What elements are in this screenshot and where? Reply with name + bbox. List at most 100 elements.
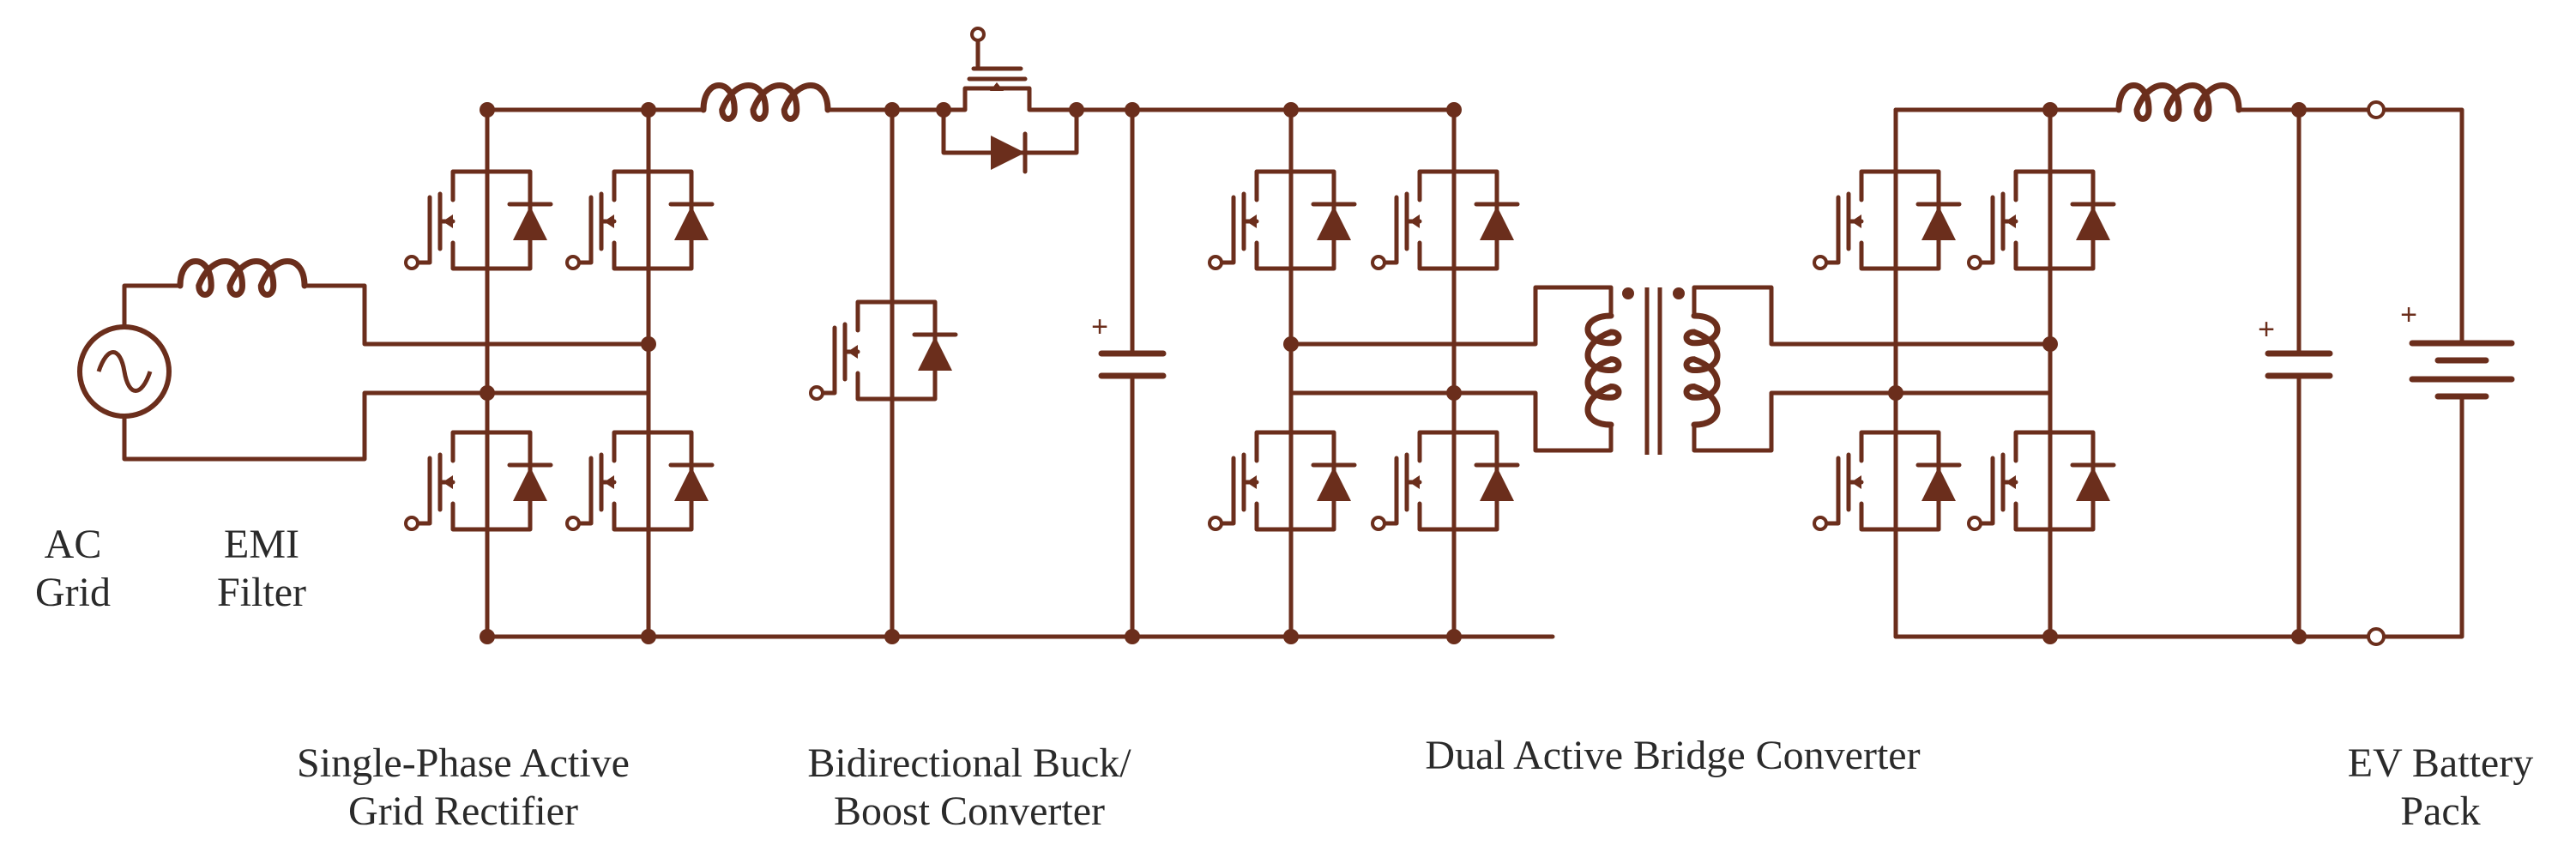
drain-lead [1417,169,1457,202]
junction-dot [1283,336,1299,352]
emi-filter-label: EMI Filter [193,521,330,617]
wire [2374,107,2464,346]
dab-primary-switch-3 [1208,430,1357,532]
drain-lead [1859,169,1898,202]
source-lead [1859,240,1898,271]
gate-lead [1979,245,1995,265]
ac-grid-label: AC Grid [26,521,120,617]
junction-dot [2042,629,2058,644]
gate-lead [416,505,432,526]
diode-triangle [513,467,547,501]
source-lead [1417,501,1457,532]
wire [1451,285,1614,347]
emi-filter-label-line2: Filter [217,570,306,615]
junction-dot [1283,629,1299,644]
source-lead [450,501,490,532]
gate-lead [1220,505,1236,526]
channel-leads [941,86,1079,112]
wire [1451,390,1614,453]
wire [302,283,490,347]
diode-triangle [1921,467,1956,501]
gate-terminal [1967,255,1982,270]
transformer-core [1622,287,1685,455]
source-lead [612,501,651,532]
junction-dot [480,385,495,401]
buck-boost-high-switch [941,27,1079,174]
gate-terminal [1208,516,1223,531]
dab-secondary-switch-1 [1813,169,1962,271]
dc-link-capacitor [1098,350,1167,379]
drain-lead [1417,430,1457,463]
dab-label: Dual Active Bridge Converter [1321,732,2024,780]
source-lead [2013,501,2053,532]
junction-dot [641,102,656,118]
junction-dot [1888,385,1903,401]
sine-wave [96,350,153,393]
wire [122,283,183,329]
gate-lead [1220,245,1236,265]
gate-lead [577,505,594,526]
buck-boost-label-line1: Bidirectional Buck/ [807,740,1131,786]
diode-triangle [1921,206,1956,240]
source-lead [1859,501,1898,532]
junction-dot [2291,102,2307,118]
junction-dot [2042,102,2058,118]
buck-boost-label-line2: Boost Converter [834,788,1105,834]
gate-lead [821,375,837,396]
junction-dot [1125,102,1140,118]
gate-terminal [1371,516,1386,531]
plus-sign: + [2400,299,2417,331]
diode-triangle [918,336,952,371]
battery-label: EV Battery Pack [2316,740,2565,836]
terminal [2367,100,2386,119]
junction-dot [1069,102,1084,118]
junction-dot [1446,385,1462,401]
diode-triangle [991,136,1025,170]
diode-triangle [1480,467,1514,501]
battery-label-line2: Pack [2400,788,2481,834]
diode-triangle [2076,206,2110,240]
junction-dot [480,629,495,644]
inductor-coil [700,82,831,122]
rectifier-label-line1: Single-Phase Active [297,740,630,786]
plus-sign: + [2258,313,2275,346]
ac-grid-label-line2: Grid [35,570,111,615]
ac-source-icon [77,324,172,419]
junction-dot [936,102,951,118]
inductor-coil [177,258,308,298]
ac-source-circle [77,324,172,419]
diode-triangle [1317,467,1351,501]
body-arrow [1851,475,1861,489]
body-arrow [1409,475,1420,489]
gate-terminal [404,255,419,270]
source-lead [1254,501,1294,532]
diode-triangle [674,206,709,240]
body-arrow [1851,214,1861,228]
gate-lead [1383,505,1399,526]
drain-lead [855,299,895,333]
wire [2374,394,2464,639]
body-arrow [2006,475,2016,489]
dab-primary-switch-2 [1371,169,1520,271]
ac-grid-label-line1: AC [44,522,102,567]
gate-terminal [1208,255,1223,270]
junction-dot [1446,102,1462,118]
body-arrow [2006,214,2016,228]
junction-dot [641,336,656,352]
inductor-coil [2115,82,2242,122]
gate-lead [1825,245,1841,265]
source-lead [1254,240,1294,271]
battery-label-line1: EV Battery [2347,740,2534,786]
drain-lead [1254,169,1294,202]
gate-lead [1825,505,1841,526]
transformer-primary-winding [1584,312,1622,428]
drain-lead [2013,169,2053,202]
polarity-dot [1622,287,1634,299]
output-capacitor [2265,350,2333,379]
body-arrow [443,214,453,228]
gate-terminal [809,385,824,401]
gate-terminal [970,27,986,42]
boost-inductor [700,82,831,122]
dab-secondary-switch-3 [1813,430,1962,532]
gate-lead [416,245,432,265]
